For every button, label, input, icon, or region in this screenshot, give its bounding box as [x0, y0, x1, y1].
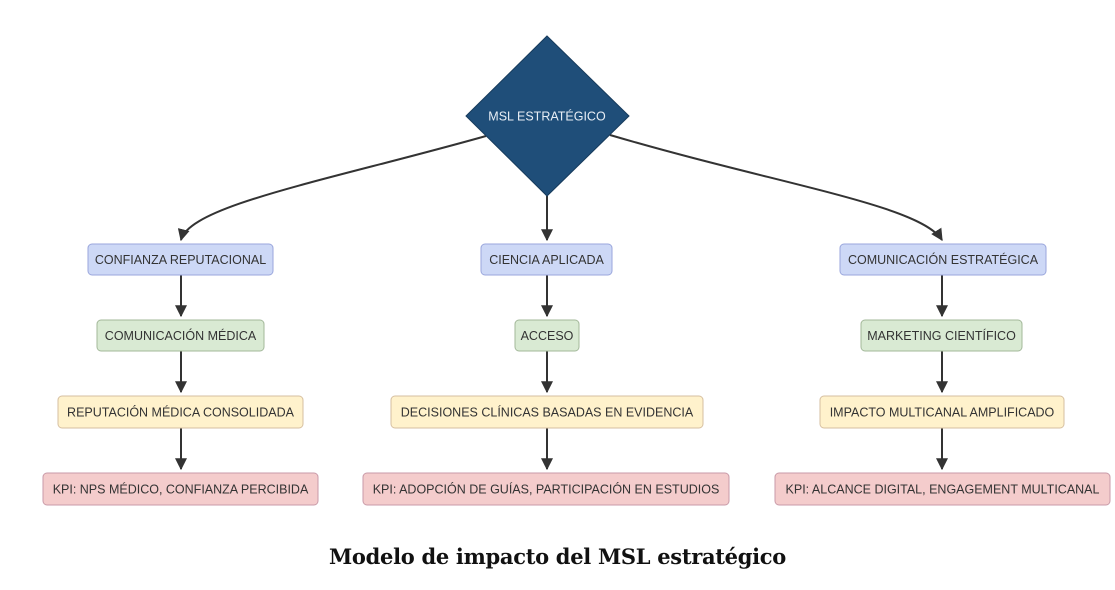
pillar-node: CIENCIA APLICADA [480, 243, 613, 276]
pillar-node: COMUNICACIÓN ESTRATÉGICA [839, 243, 1047, 276]
outcome-label: IMPACTO MULTICANAL AMPLIFICADO [830, 406, 1055, 420]
channel-label: ACCESO [521, 329, 574, 343]
kpi-node: KPI: NPS MÉDICO, CONFIANZA PERCIBIDA [42, 472, 319, 506]
pillar-label: COMUNICACIÓN ESTRATÉGICA [848, 252, 1039, 267]
outcome-node: IMPACTO MULTICANAL AMPLIFICADO [819, 395, 1065, 429]
root-label: MSL ESTRATÉGICO [488, 109, 606, 124]
channel-label: MARKETING CIENTÍFICO [867, 328, 1016, 343]
branch-3: COMUNICACIÓN ESTRATÉGICA MARKETING CIENT… [774, 243, 1111, 506]
kpi-node: KPI: ALCANCE DIGITAL, ENGAGEMENT MULTICA… [774, 472, 1111, 506]
kpi-node: KPI: ADOPCIÓN DE GUÍAS, PARTICIPACIÓN EN… [362, 472, 730, 506]
channel-node: COMUNICACIÓN MÉDICA [96, 319, 265, 352]
pillar-label: CIENCIA APLICADA [489, 253, 604, 267]
kpi-label: KPI: ALCANCE DIGITAL, ENGAGEMENT MULTICA… [786, 483, 1100, 497]
edge-root-to-pillar-3 [609, 134, 943, 242]
edge-root-to-pillar-1 [177, 135, 487, 242]
root-diamond [465, 35, 630, 197]
outcome-label: REPUTACIÓN MÉDICA CONSOLIDADA [67, 405, 295, 420]
root-node: MSL ESTRATÉGICO [465, 35, 630, 197]
pillar-label: CONFIANZA REPUTACIONAL [95, 253, 266, 267]
kpi-label: KPI: ADOPCIÓN DE GUÍAS, PARTICIPACIÓN EN… [373, 482, 720, 497]
pillar-node: CONFIANZA REPUTACIONAL [87, 243, 274, 276]
figure-caption: Modelo de impacto del MSL estratégico [328, 544, 787, 569]
kpi-label: KPI: NPS MÉDICO, CONFIANZA PERCIBIDA [53, 482, 309, 497]
outcome-node: REPUTACIÓN MÉDICA CONSOLIDADA [57, 395, 304, 429]
outcome-node: DECISIONES CLÍNICAS BASADAS EN EVIDENCIA [390, 395, 704, 429]
branch-1: CONFIANZA REPUTACIONAL COMUNICACIÓN MÉDI… [42, 243, 319, 506]
channel-node: ACCESO [514, 319, 580, 352]
channel-node: MARKETING CIENTÍFICO [860, 319, 1023, 352]
branch-2: CIENCIA APLICADA ACCESO DECISIONES CLÍNI… [362, 243, 730, 506]
outcome-label: DECISIONES CLÍNICAS BASADAS EN EVIDENCIA [401, 405, 694, 420]
channel-label: COMUNICACIÓN MÉDICA [105, 328, 257, 343]
